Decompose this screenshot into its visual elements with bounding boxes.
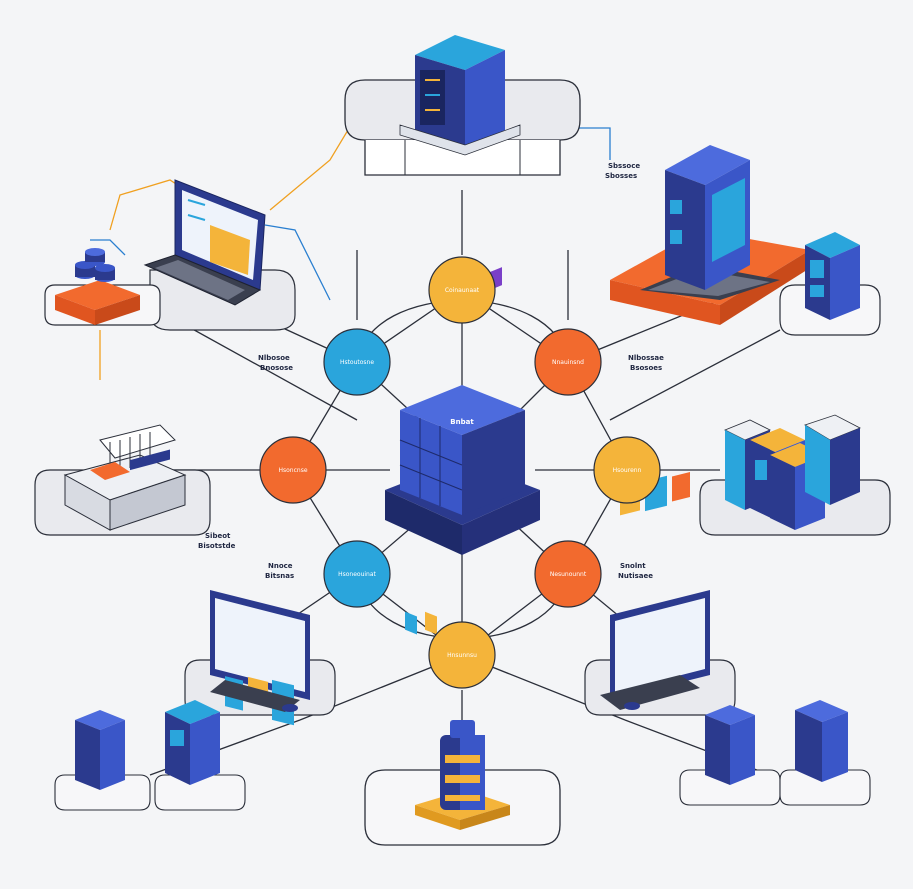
node-circle xyxy=(428,256,496,324)
node-label: Hnsunnsu xyxy=(447,652,477,659)
tower-server-1 xyxy=(75,710,125,790)
database-stack-icon xyxy=(55,248,140,325)
tower-server-4 xyxy=(795,700,848,782)
label-lower-left-1: Nnoce xyxy=(268,562,293,570)
label-lower-left-2: Bitsnas xyxy=(265,572,294,580)
node-lower-right: Nesunounnt xyxy=(534,540,602,608)
tower-server-3 xyxy=(705,705,755,785)
storage-array-icon xyxy=(724,414,861,530)
node-upper-right: Nnauinsnd xyxy=(534,328,602,396)
node-bottom: Hnsunnsu xyxy=(428,621,496,689)
label-lower-right-2: Nutisaee xyxy=(618,572,653,580)
storage-unit-4 xyxy=(804,414,861,505)
label-upper-right-2: Bsosoes xyxy=(630,364,662,372)
label-left-2: Bisotstde xyxy=(198,542,236,550)
node-label: Nesunounnt xyxy=(550,571,587,578)
label-top-right-1: Sbssoce xyxy=(608,162,640,170)
label-upper-left-1: Nlbosoe xyxy=(258,354,290,362)
side-labels: Sbssoce Sbosses Nlbosoe Bnosose Nlbossae… xyxy=(198,162,664,580)
platform-top xyxy=(344,79,581,176)
node-circle xyxy=(428,621,496,689)
node-right: Hsourenn xyxy=(593,436,661,504)
laptop-icon xyxy=(143,179,266,306)
node-circle xyxy=(323,328,391,396)
label-top-right-2: Sbosses xyxy=(605,172,637,180)
node-left: Hsoncnse xyxy=(259,436,327,504)
platform-bottom-servers-right xyxy=(679,769,871,806)
hub-cube-icon: Bnbat xyxy=(385,264,540,635)
node-label: Hsoneouinat xyxy=(338,571,376,578)
node-lower-left: Hsoneouinat xyxy=(323,540,391,608)
node-label: Hsoncnse xyxy=(278,467,307,474)
hub-label: Bnbat xyxy=(450,418,474,426)
node-top: Coinaunaat xyxy=(428,256,496,324)
label-upper-left-2: Bnosose xyxy=(260,364,293,372)
label-upper-right-1: Nlbossae xyxy=(628,354,664,362)
platform-bottom-servers-left xyxy=(54,774,246,811)
small-server-icon xyxy=(805,232,860,320)
monitor-right-icon xyxy=(600,471,710,710)
devices xyxy=(55,35,861,830)
node-circle xyxy=(593,436,661,504)
node-circle xyxy=(534,540,602,608)
battery-icon xyxy=(415,720,510,830)
node-circle xyxy=(323,540,391,608)
tower-server-icon xyxy=(75,700,848,790)
printer-icon xyxy=(63,424,187,531)
node-label: Coinaunaat xyxy=(445,287,480,294)
top-server-icon xyxy=(399,35,521,156)
label-left-1: Sibeot xyxy=(205,532,231,540)
node-label: Hstoutosne xyxy=(340,359,374,366)
node-label: Nnauinsnd xyxy=(552,359,584,366)
workstation-icon xyxy=(610,145,810,325)
node-circle xyxy=(259,436,327,504)
label-lower-right-1: Snolnt xyxy=(620,562,646,570)
node-upper-left: Hstoutosne xyxy=(323,328,391,396)
tower-server-2 xyxy=(165,700,220,785)
node-label: Hsourenn xyxy=(613,467,642,474)
node-circle xyxy=(534,328,602,396)
monitor-left-icon xyxy=(210,590,310,726)
